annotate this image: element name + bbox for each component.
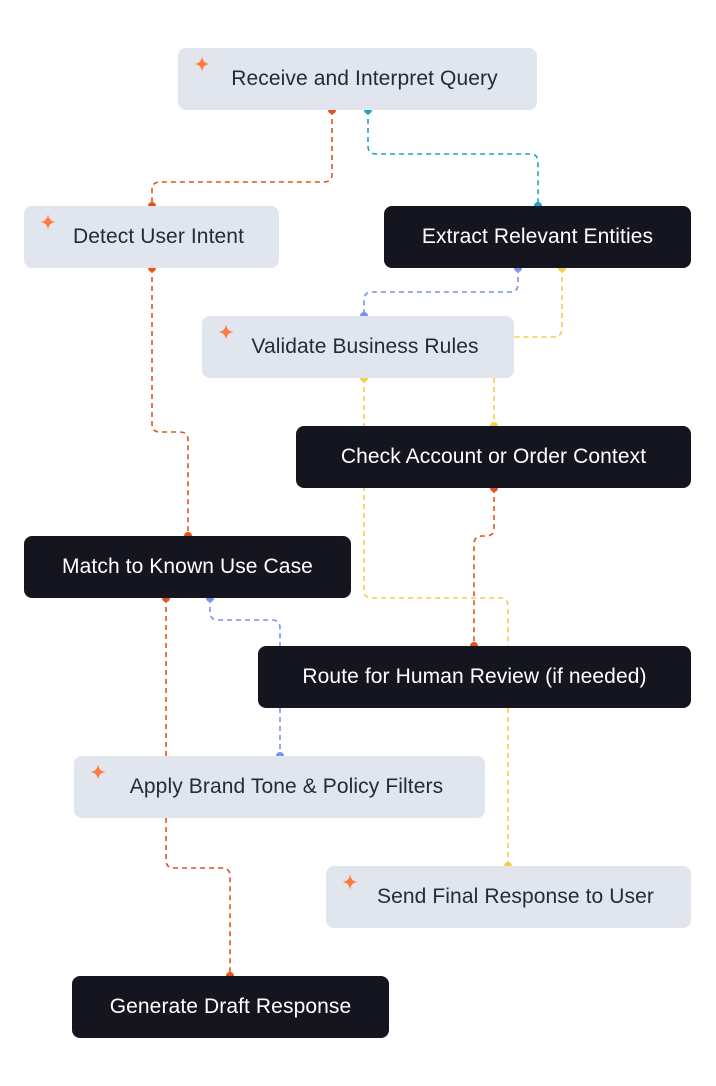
node-label: Receive and Interpret Query (231, 67, 498, 90)
node-validate-business-rules[interactable]: Validate Business Rules (202, 316, 514, 378)
node-send-final-response-to-user[interactable]: Send Final Response to User (326, 866, 691, 928)
sparkle-icon (40, 214, 56, 230)
node-generate-draft-response[interactable]: Generate Draft Response (72, 976, 389, 1038)
node-label: Apply Brand Tone & Policy Filters (129, 775, 444, 798)
connector-extract-validate (363, 268, 519, 316)
node-detect-user-intent[interactable]: Detect User Intent (24, 206, 279, 268)
node-receive-and-interpret-query[interactable]: Receive and Interpret Query (178, 48, 537, 110)
node-label: Extract Relevant Entities (421, 225, 654, 248)
node-label: Generate Draft Response (109, 995, 352, 1018)
node-label: Check Account or Order Context (340, 445, 647, 468)
sparkle-icon (90, 764, 106, 780)
node-extract-relevant-entities[interactable]: Extract Relevant Entities (384, 206, 691, 268)
node-label: Detect User Intent (72, 225, 245, 248)
node-route-for-human-review[interactable]: Route for Human Review (if needed) (258, 646, 691, 708)
connector-receive-detect (151, 110, 333, 206)
connector-check-route (473, 488, 495, 646)
node-label: Match to Known Use Case (62, 555, 313, 578)
connector-receive-extract (367, 110, 539, 206)
sparkle-icon (342, 874, 358, 890)
node-apply-brand-tone-policy-filters[interactable]: Apply Brand Tone & Policy Filters (74, 756, 485, 818)
sparkle-icon (194, 56, 210, 72)
node-label: Validate Business Rules (251, 335, 479, 358)
sparkle-icon (218, 324, 234, 340)
node-label: Route for Human Review (if needed) (302, 665, 647, 688)
connector-detect-match (151, 268, 189, 536)
node-label: Send Final Response to User (376, 885, 654, 908)
node-check-account-or-order-context[interactable]: Check Account or Order Context (296, 426, 691, 488)
node-match-to-known-use-case[interactable]: Match to Known Use Case (24, 536, 351, 598)
